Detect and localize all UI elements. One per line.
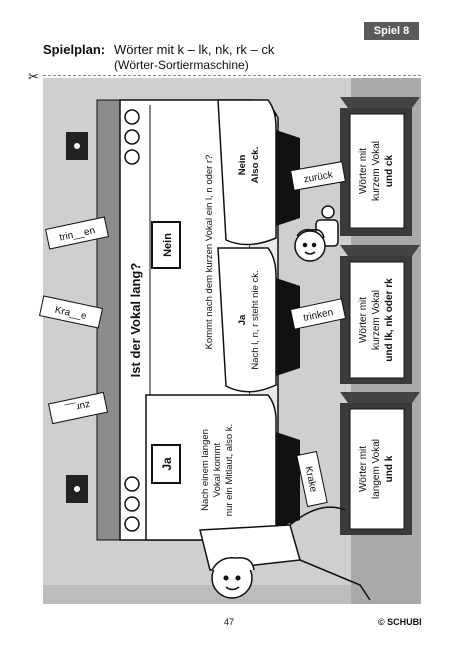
second-question: Kommt nach dem kurzen Vokal ein l, n ode… xyxy=(204,155,215,350)
rule-long-line2: Vokal kommt xyxy=(212,442,223,497)
word-card-left-2[interactable]: Kra__e xyxy=(38,295,104,329)
machine-spouts xyxy=(276,130,300,528)
wall-pegs xyxy=(66,132,88,503)
machine-chutes xyxy=(145,99,277,541)
rule-long-line3: nur ein Mitlaut, also k. xyxy=(224,424,235,516)
bin3-line2: langem Vokal xyxy=(371,439,382,499)
bin1-line2: kurzem Vokal xyxy=(371,141,382,201)
header-label: Spielplan: xyxy=(43,42,106,57)
no-box xyxy=(151,221,181,269)
rule-no-text: Also ck. xyxy=(250,147,261,183)
machine-knobs xyxy=(124,109,140,532)
bin1-line1: Wörter mit xyxy=(358,148,369,194)
bin-label-ck: Wörter mit kurzem Vokal und ck xyxy=(358,141,395,201)
child-figure-2-icon xyxy=(199,506,371,601)
bin2-line3: und lk, nk oder rk xyxy=(384,278,395,362)
word-card-left-3[interactable]: zur__ xyxy=(47,391,109,425)
header-title: Wörter mit k – lk, nk, rk – ck xyxy=(114,42,275,57)
page-number: 47 xyxy=(224,617,235,627)
word-card-right-3-text: Krake xyxy=(302,465,318,493)
rule-yes-text: Nach l, n, r steht nie ck. xyxy=(250,270,261,369)
bin-label-k: Wörter mit langem Vokal und k xyxy=(358,439,395,499)
rule-no-title: Nein xyxy=(237,155,248,176)
board-floor xyxy=(43,585,351,604)
bin-lk-nk-rk xyxy=(340,245,420,384)
word-card-left-3-text: zur__ xyxy=(64,399,91,415)
copyright: © SCHUBI xyxy=(378,617,422,627)
no-label: Nein xyxy=(162,233,174,257)
bin-ck xyxy=(340,97,420,236)
cut-line xyxy=(43,75,421,76)
bin2-line1: Wörter mit xyxy=(358,297,369,343)
scissors-icon: ✂ xyxy=(28,69,39,84)
header-subtitle: (Wörter-Sortiermaschine) xyxy=(114,58,249,72)
main-question: Ist der Vokal lang? xyxy=(128,263,143,378)
bin3-line3: und k xyxy=(384,455,395,482)
yes-label: Ja xyxy=(160,457,174,471)
word-card-right-1-text: zurück xyxy=(303,169,335,185)
child-figure-icon xyxy=(294,205,339,262)
yes-box xyxy=(151,444,181,484)
bin-label-lk: Wörter mit kurzem Vokal und lk, nk oder … xyxy=(358,278,395,362)
bin3-line1: Wörter mit xyxy=(358,446,369,492)
rule-yes-title: Ja xyxy=(237,314,248,325)
word-card-right-2[interactable]: trinken xyxy=(289,298,347,330)
bin2-line2: kurzem Vokal xyxy=(371,290,382,350)
game-badge: Spiel 8 xyxy=(364,22,419,40)
bin-k xyxy=(340,392,420,535)
word-card-right-3[interactable]: Krake xyxy=(296,450,328,508)
bin1-line3: und ck xyxy=(384,154,395,187)
rule-long-line1: Nach einem langen xyxy=(200,429,211,511)
word-card-right-1[interactable]: zurück xyxy=(290,161,346,191)
word-card-left-1[interactable]: trin__en xyxy=(44,216,110,250)
